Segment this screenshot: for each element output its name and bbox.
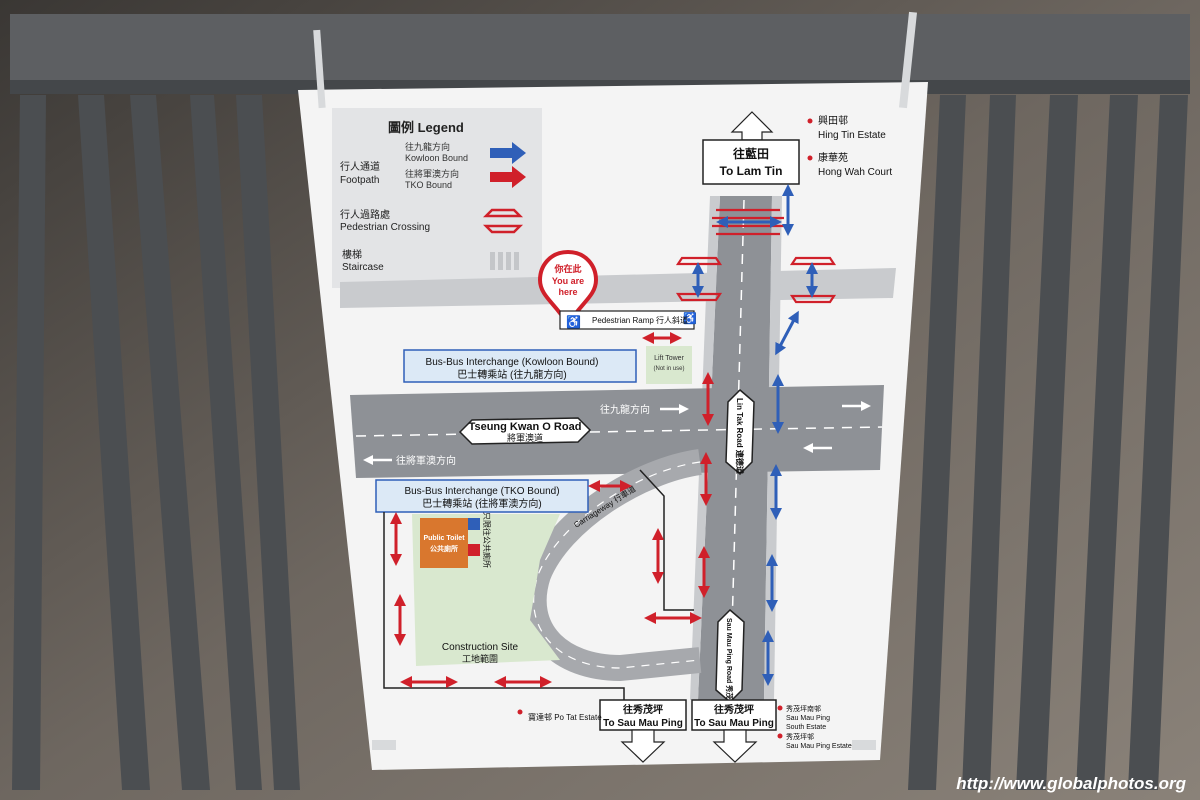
legend-footpath-en: Footpath bbox=[340, 175, 379, 186]
legend-stair-cn: 樓梯 bbox=[342, 248, 362, 261]
legend-crossing-en: Pedestrian Crossing bbox=[340, 222, 430, 233]
tko-road-sign bbox=[458, 417, 592, 445]
lin-tak-road-sign bbox=[725, 388, 755, 476]
tko-interchange bbox=[375, 479, 589, 513]
tko-direction-label: 往將軍澳方向 bbox=[396, 454, 456, 467]
legend-crossing-icon bbox=[482, 208, 524, 234]
you-are-here-cn: 你在此 bbox=[553, 263, 581, 274]
smp-exit-left-en: To Sau Mau Ping bbox=[603, 718, 683, 729]
smp-exit-right-cn: 往秀茂坪 bbox=[714, 703, 754, 716]
lam-tin-cn: 往藍田 bbox=[733, 146, 769, 161]
smp-estate-en: Sau Mau Ping Estate bbox=[786, 743, 852, 750]
smp-road-label: Sau Mau Ping Road 秀茂坪道 bbox=[725, 618, 734, 713]
smp-estate-marker-icon bbox=[777, 733, 783, 739]
tko-road-centreline bbox=[355, 426, 883, 437]
lam-tin-en: To Lam Tin bbox=[720, 164, 783, 178]
cable-tie-right bbox=[899, 11, 917, 109]
toilet-sign-icon bbox=[468, 518, 480, 530]
lift-tower-en: Lift Tower bbox=[654, 355, 684, 362]
po-tat-marker-icon bbox=[517, 709, 523, 715]
legend-crossing-cn: 行人過路處 bbox=[340, 208, 390, 221]
legend-blue-arrow-icon bbox=[490, 142, 526, 164]
you-are-here-en2: here bbox=[558, 287, 577, 297]
wheelchair-icon: ♿ bbox=[566, 315, 581, 329]
cable-tie-bottom-right bbox=[852, 740, 876, 750]
public-toilet-en: Public Toilet bbox=[423, 535, 465, 542]
legend-title: 圖例 Legend bbox=[388, 120, 464, 135]
tko-bound-arrows bbox=[390, 332, 714, 688]
kowloon-bound-arrows bbox=[762, 184, 799, 686]
lin-tak-road-label: Lin Tak Road 連德道 bbox=[735, 398, 745, 474]
smp-exit-right bbox=[691, 699, 777, 731]
smp-exit-left bbox=[599, 699, 687, 731]
smp-exit-right-en: To Sau Mau Ping bbox=[694, 718, 774, 729]
smp-exit-left-arrow bbox=[620, 729, 666, 763]
hong-wah-en: Hong Wah Court bbox=[818, 167, 892, 178]
cable-tie-bottom-left bbox=[372, 740, 396, 750]
lift-tower bbox=[646, 346, 692, 384]
kowloon-direction-label: 往九龍方向 bbox=[600, 403, 650, 416]
lift-tower-note: (Not in use) bbox=[653, 366, 684, 372]
tko-interchange-en: Bus-Bus Interchange (TKO Bound) bbox=[404, 486, 559, 497]
legend-kowloon-cn: 往九龍方向 bbox=[405, 141, 450, 152]
footpath-outline-right bbox=[639, 469, 694, 611]
smp-estate-cn: 秀茂坪邨 bbox=[786, 732, 814, 741]
smp-exit-left-cn: 往秀茂坪 bbox=[623, 703, 663, 716]
kowloon-interchange-cn: 巴士轉乘站 (往九龍方向) bbox=[457, 368, 566, 381]
tko-road-en: Tseung Kwan O Road bbox=[469, 421, 582, 433]
construction-cn: 工地範圍 bbox=[462, 653, 498, 664]
legend-red-arrow-icon bbox=[490, 166, 526, 188]
hong-wah-marker-icon bbox=[807, 155, 813, 161]
legend-staircase-icon bbox=[490, 252, 519, 270]
public-toilet-cn: 公共廁所 bbox=[430, 544, 458, 553]
railing-bars bbox=[12, 95, 1188, 790]
kowloon-interchange bbox=[403, 349, 637, 383]
legend-footpath-cn: 行人通道 bbox=[340, 160, 380, 173]
toilet-sign-icon-2 bbox=[468, 544, 480, 556]
smp-south-marker-icon bbox=[777, 705, 783, 711]
wheelchair-icon-2: ♿ bbox=[683, 312, 697, 325]
smp-south-cn: 秀茂坪南邨 bbox=[786, 704, 821, 713]
public-toilet bbox=[420, 518, 468, 568]
toilet-side-note: 只限往公共廁所 bbox=[482, 512, 492, 568]
legend-stair-en: Staircase bbox=[342, 262, 384, 273]
legend-tko-cn: 往將軍澳方向 bbox=[405, 168, 459, 179]
smp-south-en2: South Estate bbox=[786, 724, 826, 731]
legend-tko-en: TKO Bound bbox=[405, 180, 452, 190]
tko-road-cn: 將軍澳道 bbox=[507, 432, 543, 443]
hing-tin-en: Hing Tin Estate bbox=[818, 130, 886, 141]
smp-south-en1: Sau Mau Ping bbox=[786, 715, 830, 722]
legend-kowloon-en: Kowloon Bound bbox=[405, 153, 468, 163]
po-tat-label: 寶達邨 Po Tat Estate bbox=[528, 712, 602, 722]
ramp-label: Pedestrian Ramp 行人斜道 bbox=[592, 315, 688, 325]
tko-interchange-cn: 巴士轉乘站 (往將軍澳方向) bbox=[422, 497, 541, 510]
hong-wah-cn: 康華苑 bbox=[818, 151, 848, 164]
pedestrian-ramp bbox=[559, 310, 695, 330]
photo-credit: http://www.globalphotos.org bbox=[956, 774, 1186, 793]
carriageway-loop-dashes bbox=[533, 461, 701, 669]
smp-exit-right-arrow bbox=[712, 729, 758, 763]
footpath-outline bbox=[383, 512, 625, 710]
kowloon-interchange-en: Bus-Bus Interchange (Kowloon Bound) bbox=[426, 357, 599, 368]
hing-tin-cn: 興田邨 bbox=[818, 115, 848, 127]
you-are-here-en1: You are bbox=[552, 276, 584, 286]
lam-tin-box bbox=[702, 139, 800, 185]
construction-en: Construction Site bbox=[442, 642, 519, 653]
cable-tie-left bbox=[313, 29, 326, 109]
hing-tin-marker-icon bbox=[807, 118, 813, 124]
